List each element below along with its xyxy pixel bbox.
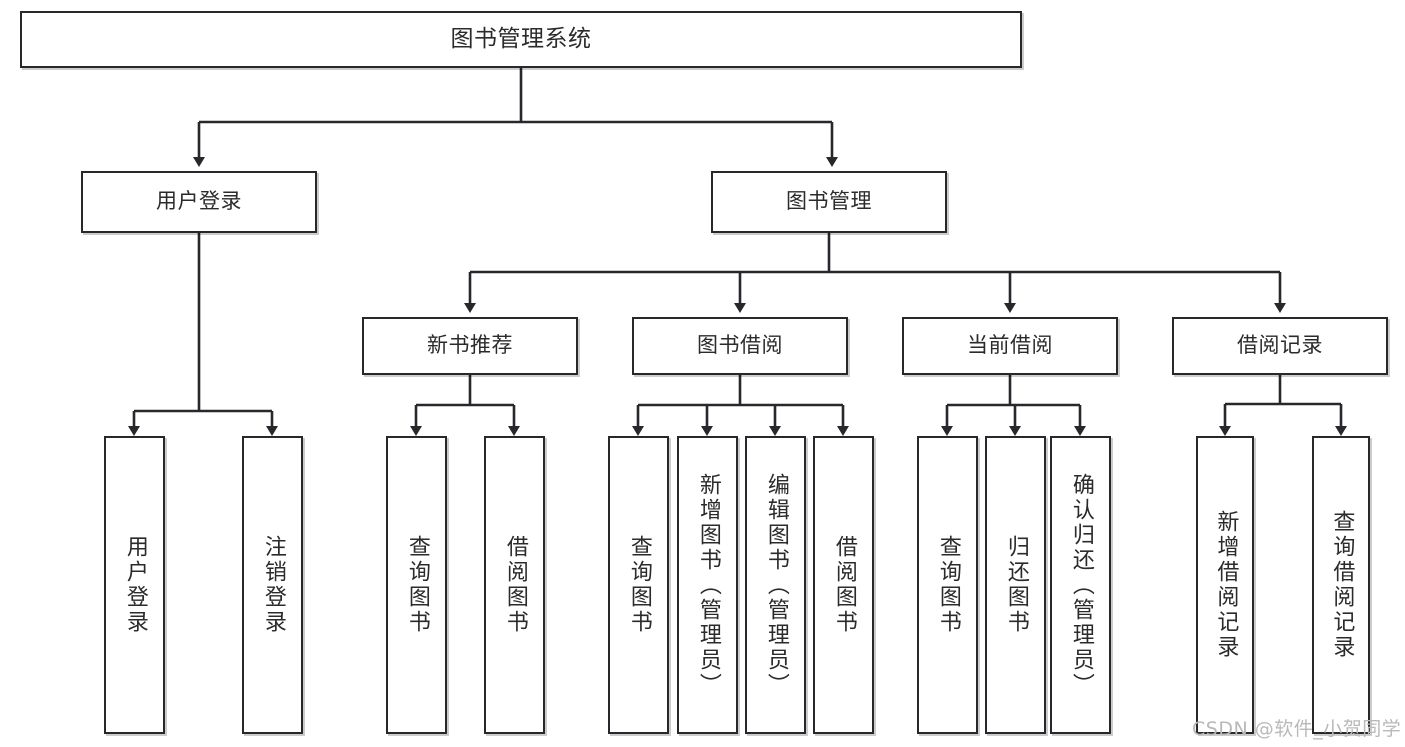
node-leaf-logout-login-label: 注销登录 bbox=[260, 535, 286, 635]
node-root-label: 图书管理系统 bbox=[450, 25, 592, 52]
node-leaf-borrow-book-1[interactable]: 借阅图书 bbox=[484, 436, 545, 734]
node-leaf-user-login[interactable]: 用户登录 bbox=[104, 436, 165, 734]
node-new-book-recommend[interactable]: 新书推荐 bbox=[362, 317, 578, 375]
node-new-book-recommend-label: 新书推荐 bbox=[427, 333, 513, 358]
node-leaf-query-book-2[interactable]: 查询图书 bbox=[608, 436, 669, 734]
node-leaf-return-book[interactable]: 归还图书 bbox=[985, 436, 1046, 734]
node-current-borrow[interactable]: 当前借阅 bbox=[902, 317, 1118, 375]
node-user-login-label: 用户登录 bbox=[156, 189, 242, 214]
node-leaf-query-borrow-record[interactable]: 查询借阅记录 bbox=[1312, 436, 1370, 734]
edges-bookmanage-to-level3 bbox=[464, 233, 1286, 313]
node-leaf-add-borrow-record-label: 新增借阅记录 bbox=[1213, 510, 1239, 660]
node-leaf-return-book-label: 归还图书 bbox=[1003, 535, 1029, 635]
node-book-borrow[interactable]: 图书借阅 bbox=[632, 317, 848, 375]
node-leaf-confirm-return-admin[interactable]: 确认归还（管理员） bbox=[1050, 436, 1111, 734]
node-leaf-add-book-admin[interactable]: 新增图书（管理员） bbox=[677, 436, 738, 734]
node-leaf-add-book-admin-label: 新增图书（管理员） bbox=[695, 472, 721, 698]
node-leaf-edit-book-admin[interactable]: 编辑图书（管理员） bbox=[745, 436, 806, 734]
edges-bookborrow-to-leaves bbox=[632, 375, 849, 436]
node-leaf-user-login-label: 用户登录 bbox=[122, 535, 148, 635]
edges-borrowrecord-to-leaves bbox=[1219, 375, 1347, 436]
node-current-borrow-label: 当前借阅 bbox=[967, 333, 1053, 358]
node-leaf-borrow-book-2[interactable]: 借阅图书 bbox=[813, 436, 874, 734]
node-leaf-query-book-1[interactable]: 查询图书 bbox=[386, 436, 447, 734]
edges-newbook-to-leaves bbox=[410, 375, 520, 436]
edges-userlogin-to-leaves bbox=[128, 233, 278, 436]
node-user-login[interactable]: 用户登录 bbox=[81, 171, 317, 233]
node-borrow-record-label: 借阅记录 bbox=[1237, 333, 1323, 358]
node-book-borrow-label: 图书借阅 bbox=[697, 333, 783, 358]
node-leaf-add-borrow-record[interactable]: 新增借阅记录 bbox=[1196, 436, 1254, 734]
node-leaf-query-book-1-label: 查询图书 bbox=[404, 535, 430, 635]
edges-root-to-level2 bbox=[193, 68, 838, 167]
node-leaf-logout-login[interactable]: 注销登录 bbox=[242, 436, 303, 734]
node-leaf-query-book-2-label: 查询图书 bbox=[626, 535, 652, 635]
node-leaf-borrow-book-1-label: 借阅图书 bbox=[502, 535, 528, 635]
node-root[interactable]: 图书管理系统 bbox=[20, 11, 1022, 68]
node-book-manage[interactable]: 图书管理 bbox=[711, 171, 947, 233]
node-book-manage-label: 图书管理 bbox=[786, 189, 872, 214]
edges-currentborrow-to-leaves bbox=[941, 375, 1086, 436]
node-borrow-record[interactable]: 借阅记录 bbox=[1172, 317, 1388, 375]
node-leaf-borrow-book-2-label: 借阅图书 bbox=[831, 535, 857, 635]
node-leaf-edit-book-admin-label: 编辑图书（管理员） bbox=[763, 472, 789, 698]
node-leaf-query-book-3-label: 查询图书 bbox=[935, 535, 961, 635]
node-leaf-confirm-return-admin-label: 确认归还（管理员） bbox=[1068, 472, 1094, 698]
node-leaf-query-borrow-record-label: 查询借阅记录 bbox=[1329, 510, 1355, 660]
node-leaf-query-book-3[interactable]: 查询图书 bbox=[917, 436, 978, 734]
